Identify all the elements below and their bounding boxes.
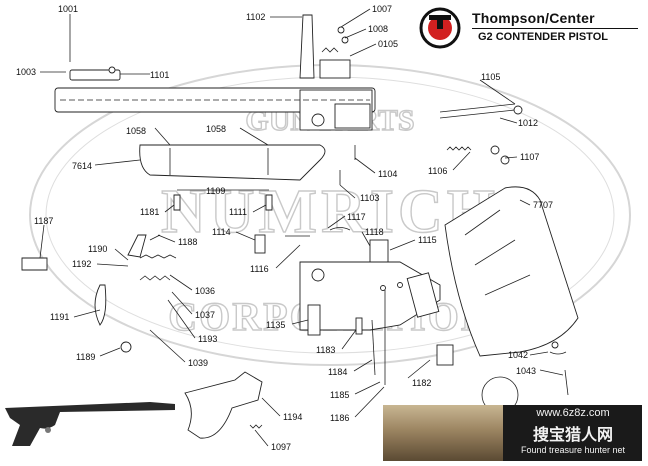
photo-chinese-title: 搜宝猎人网 <box>532 425 613 444</box>
part-label-1058-a: 1058 <box>126 126 146 136</box>
part-label-1118: 1118 <box>365 227 384 237</box>
part-label-1105: 1105 <box>481 72 500 82</box>
photo-url: www.6z8z.com <box>536 407 610 419</box>
part-label-1107: 1107 <box>520 152 539 162</box>
part-label-1189: 1189 <box>76 352 95 362</box>
part-label-1117: 1117 <box>347 212 366 222</box>
part-label-1058-b: 1058 <box>206 124 226 134</box>
watermark-line2: NUMRICH <box>161 178 499 246</box>
hammer-spur-part <box>299 14 351 79</box>
top-cover-part <box>69 66 121 81</box>
grip-part <box>444 186 579 357</box>
frame-part <box>299 261 441 331</box>
part-label-1104: 1104 <box>378 169 397 179</box>
trigger-group-parts <box>21 234 177 326</box>
part-label-1116: 1116 <box>250 264 269 274</box>
part-label-1190: 1190 <box>88 244 107 254</box>
part-label-1106: 1106 <box>428 166 447 176</box>
part-label-1008: 1008 <box>368 24 388 34</box>
part-label-1191: 1191 <box>50 312 69 322</box>
part-label-1043: 1043 <box>516 366 536 376</box>
part-label-1115: 1115 <box>418 235 437 245</box>
small-pins-parts <box>173 194 389 269</box>
rear-spring-parts <box>339 103 523 185</box>
part-label-1001: 1001 <box>58 4 78 14</box>
part-label-1135: 1135 <box>266 320 285 330</box>
part-label-1097: 1097 <box>271 442 291 452</box>
part-label-1037: 1037 <box>195 310 215 320</box>
lower-small-parts <box>120 290 569 396</box>
part-label-1186: 1186 <box>330 413 349 423</box>
part-label-1042: 1042 <box>508 350 528 360</box>
part-label-1182: 1182 <box>412 378 431 388</box>
leader-lines <box>39 8 564 447</box>
part-label-7707: 7707 <box>533 200 553 210</box>
forend-part <box>139 144 326 181</box>
part-label-1183: 1183 <box>316 345 335 355</box>
part-label-1007: 1007 <box>372 4 392 14</box>
part-label-1185: 1185 <box>330 390 349 400</box>
part-label-1012: 1012 <box>518 118 538 128</box>
part-label-1111: 1111 <box>229 207 247 217</box>
tc-logo-icon <box>419 7 461 49</box>
part-label-1181: 1181 <box>140 207 159 217</box>
part-label-1103: 1103 <box>360 193 379 203</box>
brand-divider <box>472 28 638 29</box>
part-label-1109: 1109 <box>206 186 225 196</box>
barrel-lug-part <box>54 87 376 131</box>
part-label-1193: 1193 <box>198 334 217 344</box>
trigger-guard-part <box>184 371 263 439</box>
part-label-1194: 1194 <box>283 412 302 422</box>
part-label-1192: 1192 <box>72 259 91 269</box>
part-label-1101: 1101 <box>150 70 169 80</box>
part-label-1184: 1184 <box>328 367 347 377</box>
brand-subtitle: G2 CONTENDER PISTOL <box>478 31 608 43</box>
part-label-1114: 1114 <box>212 227 231 237</box>
photo-scene-image <box>383 405 503 461</box>
brand-title: Thompson/Center <box>472 10 595 26</box>
part-label-7614: 7614 <box>72 161 92 171</box>
part-label-1039: 1039 <box>188 358 208 368</box>
photo-english-caption: Found treasure hunter net <box>520 445 626 455</box>
part-label-0105: 0105 <box>378 39 398 49</box>
part-label-1188: 1188 <box>178 237 197 247</box>
part-label-1102: 1102 <box>246 12 265 22</box>
part-labels: 1001 1003 1101 1102 1007 1008 0105 1105 … <box>16 4 553 452</box>
watermark-photo-banner: www.6z8z.com 搜宝猎人网 Found treasure hunter… <box>383 405 642 461</box>
part-label-1036: 1036 <box>195 286 215 296</box>
part-label-1003: 1003 <box>16 67 36 77</box>
part-label-1187: 1187 <box>34 216 53 226</box>
